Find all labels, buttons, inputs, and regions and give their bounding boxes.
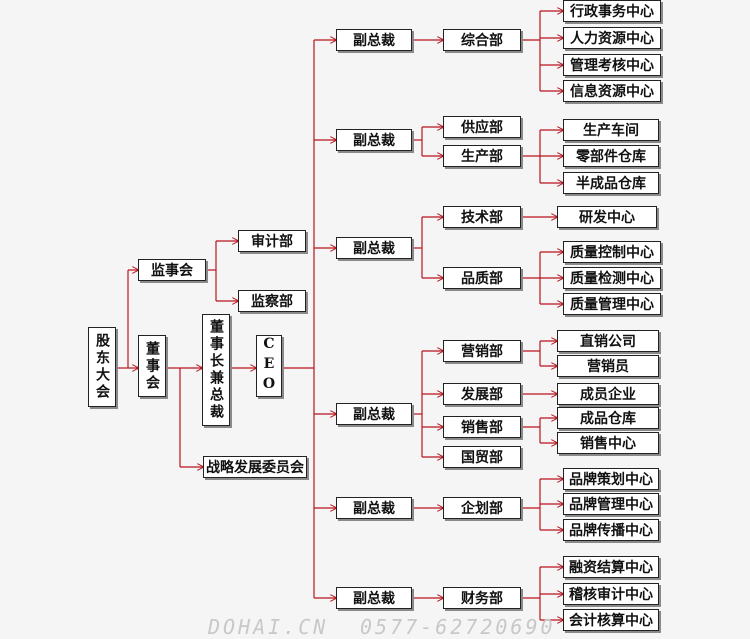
watermark-site: DOHAI.CN [208,615,329,639]
node-quality-dept: 品质部 [443,267,521,289]
node-qc-center: 质量控制中心 [563,241,661,263]
node-hr-center: 人力资源中心 [563,27,661,49]
node-supervisory-board: 监事会 [138,259,206,281]
node-trade-dept: 国贸部 [443,446,521,468]
node-admin-center: 行政事务中心 [563,0,661,22]
node-vp-6: 副总裁 [336,587,412,609]
node-finance-dept: 财务部 [443,587,521,609]
node-audit-dept: 审计部 [238,230,306,252]
node-brand-management: 品牌管理中心 [563,493,659,515]
node-qt-center: 质量检测中心 [563,267,661,289]
node-rd-center: 研发中心 [557,206,657,228]
node-board-of-directors: 董事会 [138,335,166,397]
node-planning-dept: 企划部 [443,497,521,519]
node-product-warehouse: 成品仓库 [557,407,659,429]
node-development-dept: 发展部 [443,383,521,405]
node-sales-staff: 营销员 [557,355,659,377]
node-finance-settlement: 融资结算中心 [563,556,659,578]
node-brand-planning: 品牌策划中心 [563,468,659,490]
node-marketing-dept: 营销部 [443,340,521,362]
node-qm-center: 质量管理中心 [563,293,661,315]
node-member-company: 成员企业 [557,383,659,405]
node-vp-1: 副总裁 [336,29,412,51]
node-brand-communication: 品牌传播中心 [563,519,659,541]
node-parts-warehouse: 零部件仓库 [563,145,659,167]
node-info-center: 信息资源中心 [563,80,661,102]
node-vp-5: 副总裁 [336,497,412,519]
node-chairman-president: 董事长兼总裁 [202,314,230,426]
node-workshop: 生产车间 [563,119,659,141]
node-accounting-center: 会计核算中心 [563,609,659,631]
node-sales-dept: 销售部 [443,416,521,438]
node-inspection-dept: 监察部 [238,290,306,312]
node-vp-4: 副总裁 [336,403,412,425]
node-production-dept: 生产部 [443,145,521,167]
node-strategy-committee: 战略发展委员会 [203,456,307,478]
node-shareholders-meeting: 股东大会 [88,327,116,407]
node-vp-3: 副总裁 [336,237,412,259]
node-direct-company: 直销公司 [557,330,659,352]
node-ceo: CEO [256,335,282,397]
node-audit-center: 稽核审计中心 [563,583,659,605]
node-general-dept: 综合部 [443,29,521,51]
node-vp-2: 副总裁 [336,129,412,151]
node-tech-dept: 技术部 [443,206,521,228]
node-supply-dept: 供应部 [443,116,521,138]
node-sales-center: 销售中心 [557,432,659,454]
node-mgmt-center: 管理考核中心 [563,54,661,76]
watermark-phone: 0577-62720690 [360,615,556,639]
node-semi-warehouse: 半成品仓库 [563,172,659,194]
